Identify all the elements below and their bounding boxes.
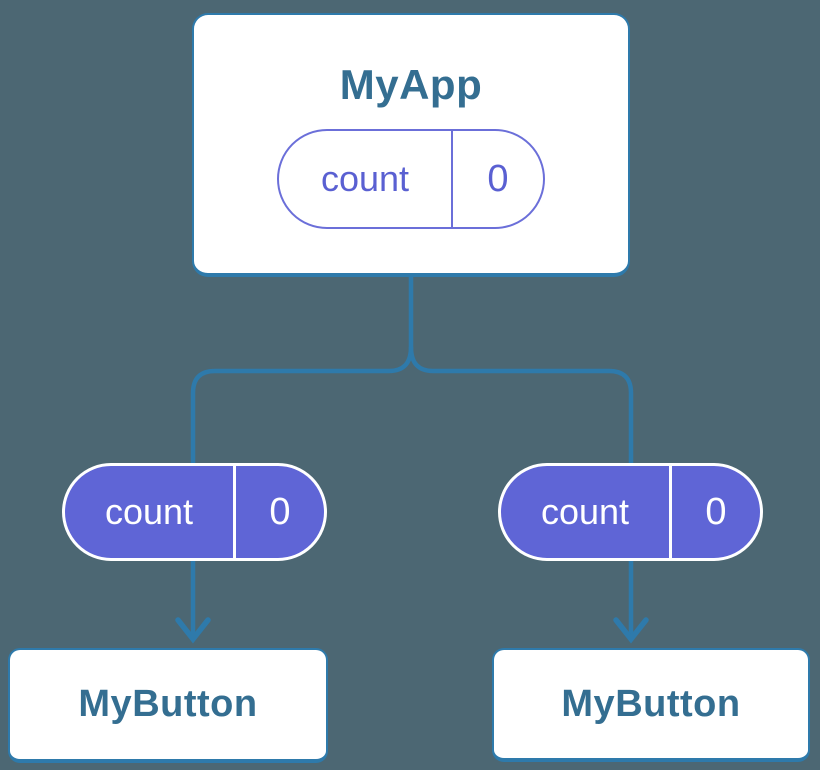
connector-branch-left — [190, 346, 414, 639]
state-label: count — [320, 158, 410, 199]
state-value: 0 — [487, 157, 509, 200]
arrow-down-icon-left — [175, 617, 211, 644]
pill-divider — [669, 466, 672, 558]
node-myapp-title: MyApp — [339, 61, 483, 108]
node-mybutton-title: MyButton — [78, 683, 258, 725]
state-pill-right: count 0 — [498, 463, 763, 561]
node-myapp: MyApp count 0 — [192, 13, 630, 277]
pill-divider — [451, 131, 453, 227]
state-pill-myapp: count 0 — [277, 129, 545, 229]
node-mybutton-title: MyButton — [561, 682, 741, 725]
node-mybutton-right: MyButton — [492, 648, 810, 762]
arrow-down-icon-right — [613, 617, 649, 644]
connector-branch-right — [408, 346, 634, 639]
state-label: count — [104, 491, 194, 532]
node-mybutton-left: MyButton — [8, 648, 328, 763]
state-value: 0 — [269, 490, 291, 533]
state-value: 0 — [705, 490, 727, 533]
pill-divider — [233, 466, 236, 558]
state-label: count — [540, 491, 630, 532]
state-pill-left: count 0 — [62, 463, 327, 561]
